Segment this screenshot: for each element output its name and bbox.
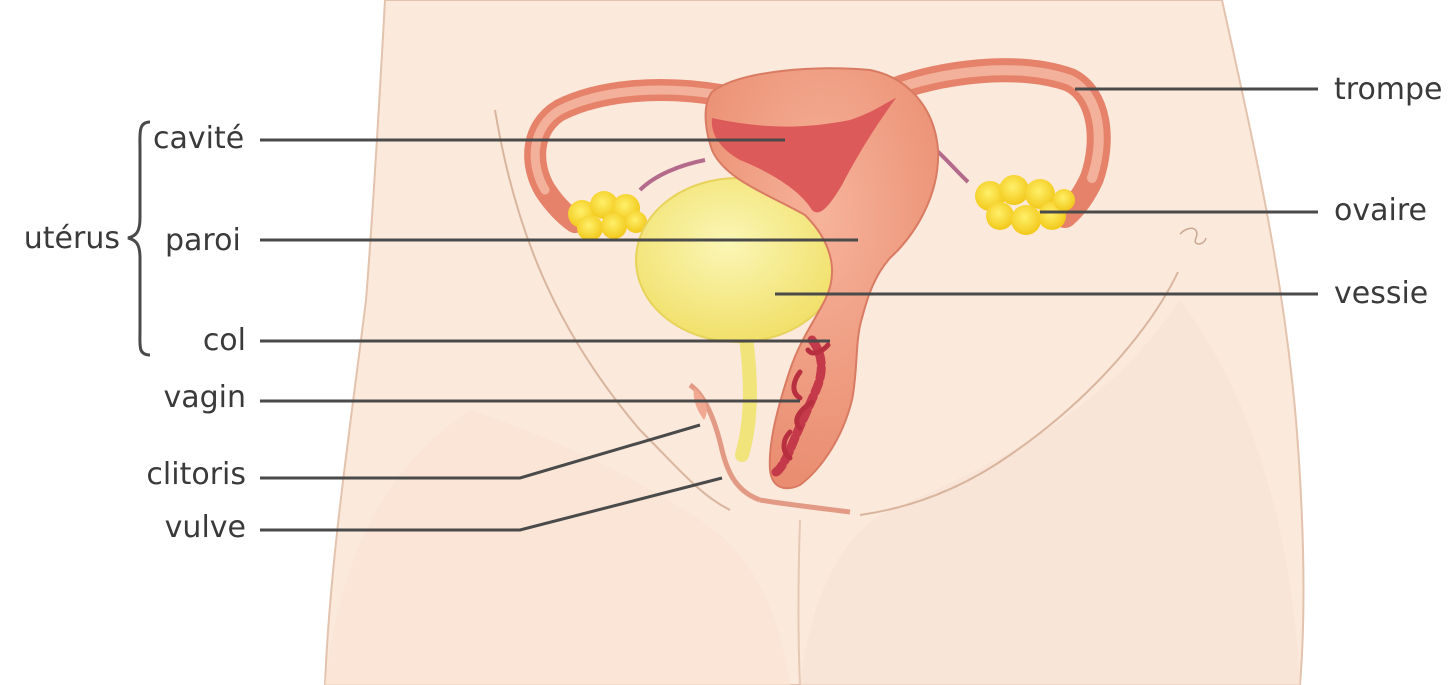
label-clitoris: clitoris (146, 457, 246, 492)
label-vulva: vulve (165, 510, 246, 545)
label-uterus: utérus (24, 221, 120, 256)
uterus-group-brace (128, 122, 150, 355)
label-tube: trompe (1334, 72, 1443, 107)
label-wall: paroi (165, 223, 241, 258)
label-vagina: vagin (163, 380, 246, 415)
urethra (742, 330, 750, 455)
label-bladder: vessie (1334, 276, 1428, 311)
label-cervix: col (203, 323, 246, 358)
label-cavity: cavité (153, 121, 244, 156)
label-ovary: ovaire (1334, 193, 1427, 228)
